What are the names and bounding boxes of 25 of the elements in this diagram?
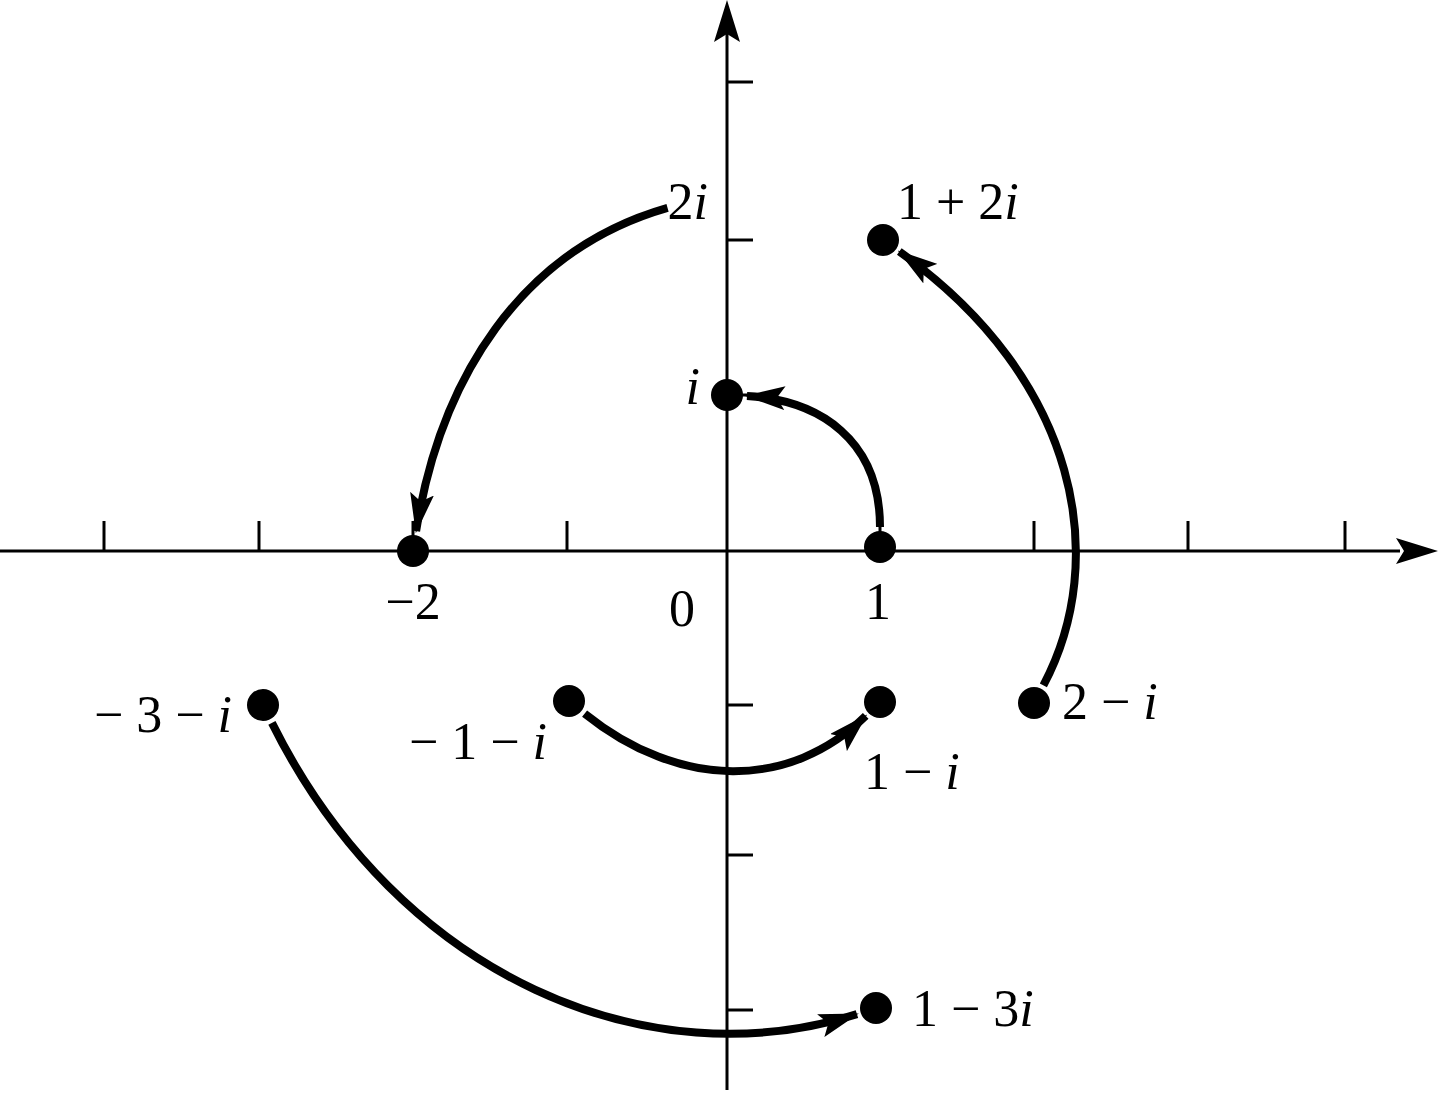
point-dot xyxy=(864,531,896,563)
point-dot xyxy=(867,224,899,256)
point-label: 2 − i xyxy=(1062,676,1158,728)
point-label: 1 − i xyxy=(864,746,960,798)
point-dot xyxy=(711,379,743,411)
arrow xyxy=(411,204,669,534)
arrow xyxy=(582,710,869,776)
point-label: 1 − 3i xyxy=(912,983,1034,1035)
point-label: 1 xyxy=(865,576,891,628)
point-label: i xyxy=(685,361,700,413)
arrow xyxy=(745,387,884,528)
arrow xyxy=(896,248,1080,687)
point-label: 2i xyxy=(667,176,708,228)
arrow xyxy=(268,720,859,1038)
point-label: − 3 − i xyxy=(93,689,232,741)
point-dot xyxy=(247,689,279,721)
point-dot xyxy=(860,992,892,1024)
point-dot xyxy=(553,685,585,717)
point-dot xyxy=(397,535,429,567)
point-dot xyxy=(864,686,896,718)
point-label: −2 xyxy=(385,576,441,628)
point-label: − 1 − i xyxy=(408,716,547,768)
point-label: 1 + 2i xyxy=(897,176,1019,228)
point-dot xyxy=(1018,687,1050,719)
origin-label: 0 xyxy=(669,583,695,635)
